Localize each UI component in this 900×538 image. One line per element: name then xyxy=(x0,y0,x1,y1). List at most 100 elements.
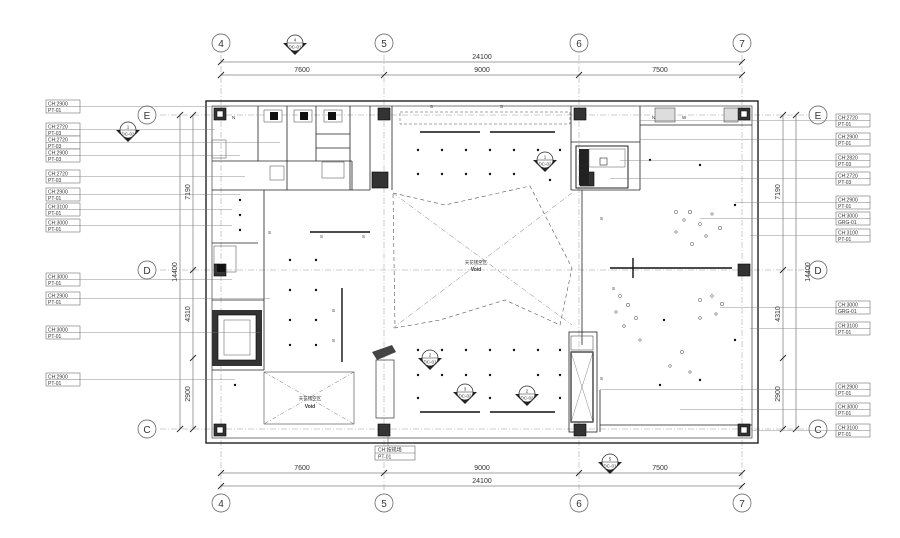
left-tag-10-pt: PT-01 xyxy=(48,300,62,306)
grid-bubbles xyxy=(137,33,828,513)
right-tag-10-pt: PT-01 xyxy=(838,391,852,397)
dim-bay-2-top: 9000 xyxy=(474,67,490,74)
speaker-mark-7: S xyxy=(600,376,603,381)
section-marker-3-ref: DC-02 xyxy=(538,162,552,167)
grid-bubble-D-left xyxy=(137,260,157,280)
left-tag-9-ch: CH:3000 xyxy=(48,274,68,280)
left-ceiling-tags: CH:2900PT-01CH:2720PT-03CH:2720PT-03CH:2… xyxy=(45,99,280,387)
speaker-mark-4: S xyxy=(332,308,335,313)
grid-label-C-left: C xyxy=(143,425,150,436)
right-tag-8-ch: CH:3000 xyxy=(838,302,858,308)
small-void-label-cn: 天花镂空区 xyxy=(299,395,322,402)
dim-overall-top: 24100 xyxy=(472,54,492,61)
dim-bay-3-top: 7500 xyxy=(652,67,668,74)
bottom-tag-ch: CH:按现场 xyxy=(378,447,402,454)
left-tag-12-ch: CH:2900 xyxy=(48,374,68,380)
speaker-mark-6: S xyxy=(600,216,603,221)
right-stair-block xyxy=(575,107,739,189)
section-marker-1-num: 4 xyxy=(294,38,297,43)
grid-bubble-6-bottom xyxy=(569,493,589,513)
right-tag-1-ch: CH:2720 xyxy=(838,115,858,121)
section-marker-3-num: 1 xyxy=(544,155,547,160)
grid-bubble-E-right xyxy=(808,105,828,125)
linear-lights xyxy=(310,131,732,413)
speaker-mark-5: S xyxy=(332,338,335,343)
grid-bubble-5-top xyxy=(374,33,394,53)
right-tag-10-ch: CH:2900 xyxy=(838,384,858,390)
left-elevator xyxy=(212,310,262,366)
grid-label-4-bottom: 4 xyxy=(218,499,224,510)
grid-label-6-bottom: 6 xyxy=(576,499,582,510)
grid-bubble-C-right xyxy=(808,419,828,439)
structural-columns xyxy=(213,107,751,437)
main-void-label-en: Void xyxy=(471,267,481,273)
grid-bubble-7-bottom xyxy=(732,493,752,513)
toilet-fixture-fills xyxy=(217,112,336,272)
building-outline xyxy=(205,100,759,444)
grid-bubble-7-top xyxy=(732,33,752,53)
left-tag-6-pt: PT-01 xyxy=(48,196,62,202)
grid-labels: 4 5 6 7 4 5 6 7 E D C E D C xyxy=(143,39,821,510)
dim-bay-1-bottom: 7600 xyxy=(294,465,310,472)
right-tag-5-pt: PT-01 xyxy=(838,204,852,210)
speaker-mark-8: S xyxy=(612,286,615,291)
dim-bay-1-top: 7600 xyxy=(294,67,310,74)
dim-side-3-left: 2900 xyxy=(185,386,192,402)
section-marker-6-ref: DC-02 xyxy=(520,396,534,401)
grid-bubble-6-top xyxy=(569,33,589,53)
section-marker-2-ref: DC-02 xyxy=(121,132,135,137)
right-tag-9-ch: CH:3100 xyxy=(838,323,858,329)
dim-side-1-right: 7190 xyxy=(775,184,782,200)
dimension-texts: 24100 7600 9000 7500 7600 9000 7500 2410… xyxy=(172,54,812,485)
left-tag-3-ch: CH:2720 xyxy=(48,137,68,143)
grid-bubble-4-bottom xyxy=(211,493,231,513)
section-marker-1-ref: DC-01 xyxy=(288,45,302,50)
column-cores xyxy=(216,110,748,434)
dim-overall-bottom: 24100 xyxy=(472,478,492,485)
section-marker-6: 2DC-02 xyxy=(515,385,539,406)
grid-label-D-left: D xyxy=(143,266,150,277)
section-marker-7-ref: DC-01 xyxy=(603,464,617,469)
interior-walls xyxy=(212,106,752,433)
right-ceiling-tags: CH:2720PT-01CH:2900PT-01CH:2820PT-03CH:2… xyxy=(600,113,871,438)
dim-overall-left: 14400 xyxy=(172,262,179,282)
right-tag-4-ch: CH:2720 xyxy=(838,173,858,179)
section-marker-1: 4DC-01 xyxy=(283,34,307,55)
dim-bay-2-bottom: 9000 xyxy=(474,465,490,472)
section-marker-5: 3DC-02 xyxy=(453,383,477,404)
left-tag-10-ch: CH:2900 xyxy=(48,293,68,299)
section-markers: 4DC-011DC-021DC-022DC-013DC-022DC-025DC-… xyxy=(116,34,622,474)
grid-label-E-right: E xyxy=(815,111,822,122)
grid-bubble-5-bottom xyxy=(374,493,394,513)
room-mark-2: N xyxy=(652,115,655,120)
section-marker-5-ref: DC-02 xyxy=(458,394,472,399)
left-tag-11-pt: PT-01 xyxy=(48,334,62,340)
left-tag-4-ch: CH:2900 xyxy=(48,150,68,156)
room-marks: N N W xyxy=(232,115,687,120)
ring-lights xyxy=(614,209,725,374)
section-marker-2-num: 1 xyxy=(127,125,130,130)
dim-side-1-left: 7190 xyxy=(185,184,192,200)
main-void-label-cn: 天花镂空区 xyxy=(465,259,488,266)
right-tag-3-pt: PT-03 xyxy=(838,162,852,168)
left-tag-12-pt: PT-01 xyxy=(48,381,62,387)
dim-side-2-right: 4310 xyxy=(775,306,782,322)
left-tag-7-pt: PT-01 xyxy=(48,211,62,217)
small-void-label-en: Void xyxy=(305,404,315,410)
middle-stair xyxy=(372,345,396,419)
grid-label-5-top: 5 xyxy=(381,39,387,50)
speaker-mark-9: S xyxy=(430,104,433,109)
main-void-outline xyxy=(392,185,573,329)
